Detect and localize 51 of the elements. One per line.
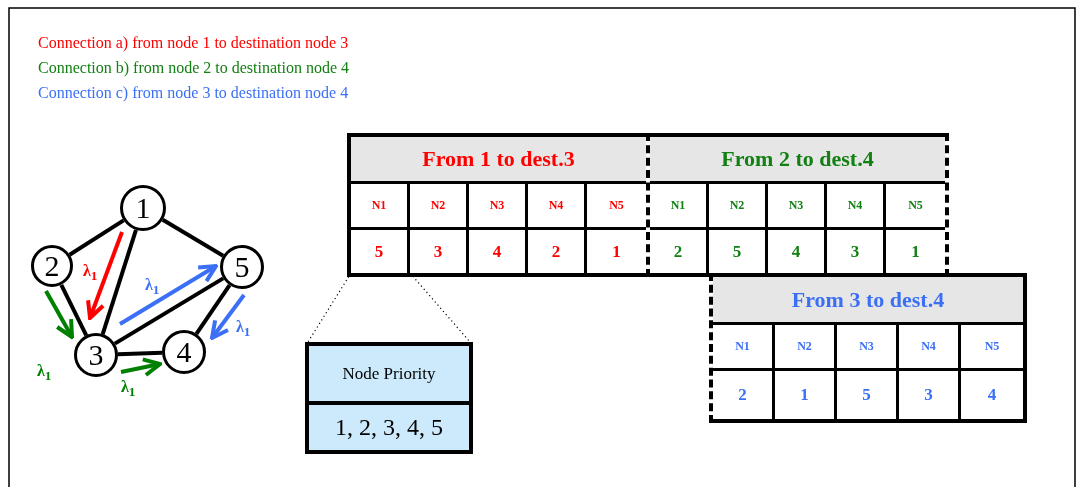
connection-note: Connection c) from node 3 to destination node 4 <box>38 84 349 102</box>
column-header-cell: N4 <box>827 184 886 230</box>
flow-arrow <box>44 290 74 339</box>
graph-link <box>100 229 138 335</box>
flow-arrow <box>118 264 218 326</box>
graph-node-circle <box>220 245 264 289</box>
column-header-cell: N1 <box>713 325 775 371</box>
graph-node-circle <box>120 185 166 231</box>
column-header-cell: N2 <box>709 184 768 230</box>
graph-link <box>113 276 225 346</box>
priority-values: 1, 2, 3, 4, 5 <box>334 413 444 442</box>
connection-note: Connection a) from node 1 to destination node 3 <box>38 34 349 52</box>
column-header-cell: N3 <box>837 325 899 371</box>
edge-label: λ$_{1}$ <box>83 262 98 285</box>
graph-link <box>161 218 225 258</box>
node-number: 3 <box>88 338 104 372</box>
edge-label: λ$_{1}$ <box>121 378 136 401</box>
flow-arrow <box>86 231 124 320</box>
priority-box <box>305 342 473 454</box>
column-header-cell: N1 <box>650 184 709 230</box>
graph-link <box>59 283 89 337</box>
column-header-cell: N3 <box>768 184 827 230</box>
node-number: 4 <box>176 335 192 369</box>
edge-label: λ$_{1}$ <box>236 318 251 341</box>
route-table <box>347 133 650 277</box>
column-header-cell: N3 <box>469 184 528 230</box>
table-title: From 3 to dest.4 <box>713 277 1023 325</box>
node-number: 1 <box>135 191 151 225</box>
column-header-cell: N1 <box>351 184 410 230</box>
node-number: 5 <box>234 250 250 284</box>
connection-note: Connection b) from node 2 to destination node 4 <box>38 59 350 77</box>
flow-arrow <box>210 293 246 340</box>
flow-arrow <box>120 357 162 378</box>
priority-heading: Node Priority <box>309 346 469 405</box>
table-title: From 2 to dest.4 <box>650 137 945 184</box>
table-title: From 1 to dest.3 <box>351 137 646 184</box>
graph-link <box>194 284 232 335</box>
graph-link <box>117 350 163 357</box>
node-number: 2 <box>44 249 60 283</box>
edge-label: λ$_{1}$ <box>37 362 52 385</box>
graph-node-circle <box>31 245 73 287</box>
graph-node-circle <box>162 330 206 374</box>
edge-label: λ$_{1}$ <box>145 276 160 299</box>
column-header-cell: N4 <box>528 184 587 230</box>
column-header-cell: N2 <box>775 325 837 371</box>
route-table <box>709 273 1027 423</box>
column-header-cell: N4 <box>899 325 961 371</box>
graph-node-circle <box>74 333 118 377</box>
column-header-cell: N2 <box>410 184 469 230</box>
route-table <box>650 133 949 277</box>
graph-link <box>68 218 125 257</box>
